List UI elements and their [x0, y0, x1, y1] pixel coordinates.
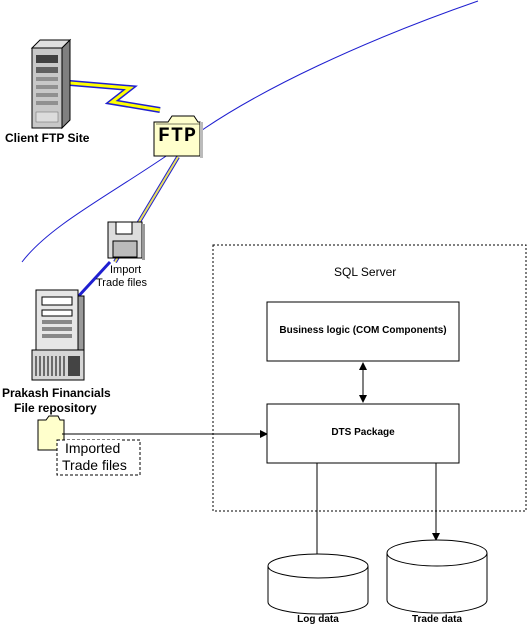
import-files-label-1: Import [110, 264, 142, 276]
floppy-disk-icon [107, 221, 145, 260]
business-logic-box [266, 301, 460, 362]
imported-files-label-1: Imported [65, 440, 121, 456]
dts-package-box [266, 403, 460, 464]
lightning-link-icon [69, 80, 161, 113]
ftp-label: FTP [158, 125, 198, 148]
trade-data-label: Trade data [411, 614, 463, 625]
repository-server-icon [31, 289, 85, 381]
import-files-label-2: Trade files [96, 277, 147, 289]
trade-data-cylinder [386, 539, 488, 614]
business-logic-label: Business logic (COM Components) [279, 325, 447, 336]
sql-server-title: SQL Server [334, 265, 397, 279]
repository-label-1: Prakash Financials [2, 386, 111, 400]
client-site-label: Client FTP Site [5, 131, 90, 145]
network-boundary-curve [21, 0, 479, 263]
log-data-cylinder [267, 553, 369, 615]
sql-server-boundary [212, 244, 527, 512]
ftp-folder-icon [153, 115, 203, 158]
imported-files-label-2: Trade files [62, 457, 127, 473]
dts-package-label: DTS Package [331, 427, 395, 438]
repository-label-2: File repository [14, 401, 97, 415]
client-server-icon [30, 38, 72, 130]
log-data-label: Log data [297, 614, 339, 625]
